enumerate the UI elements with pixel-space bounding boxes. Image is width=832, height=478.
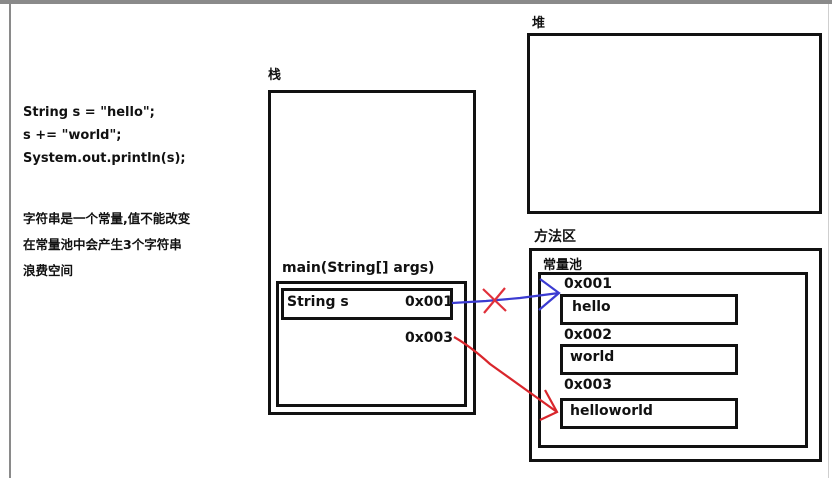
pool-entry-address: 0x002 <box>564 327 612 343</box>
note-line: 在常量池中会产生3个字符串 <box>23 237 182 252</box>
stack-box <box>268 90 476 415</box>
new-reference-arrow <box>453 336 559 421</box>
window-top-border <box>0 0 832 4</box>
code-snippet: String s = "hello"; s += "world"; System… <box>23 101 186 170</box>
note-line: 浪费空间 <box>23 263 74 278</box>
pool-entry-value: hello <box>572 299 611 315</box>
pool-entry-address: 0x003 <box>564 377 612 393</box>
old-reference: 0x001 <box>405 294 453 310</box>
explanation-notes: 字符串是一个常量,值不能改变 在常量池中会产生3个字符串 浪费空间 <box>23 206 190 284</box>
code-line: String s = "hello"; <box>23 105 155 120</box>
stack-label: 栈 <box>268 68 282 83</box>
new-reference: 0x003 <box>405 330 453 346</box>
code-line: s += "world"; <box>23 128 122 143</box>
code-line: System.out.println(s); <box>23 151 186 166</box>
note-line: 字符串是一个常量,值不能改变 <box>23 211 191 226</box>
method-area-box <box>529 248 822 462</box>
right-border <box>828 4 829 478</box>
string-s-variable <box>281 288 453 320</box>
pool-entry-value: helloworld <box>570 403 653 419</box>
heap-label: 堆 <box>532 16 546 31</box>
left-border <box>9 4 11 478</box>
pool-entry-value: world <box>570 349 615 365</box>
method-area-label: 方法区 <box>534 229 576 245</box>
constant-pool-box <box>538 272 808 448</box>
old-reference-arrow <box>451 278 561 311</box>
heap-box <box>527 33 822 214</box>
pool-entry-address: 0x001 <box>564 276 612 292</box>
pool-entry-world <box>560 344 738 375</box>
pool-entry-helloworld <box>560 398 738 429</box>
variable-name: String s <box>287 294 349 310</box>
constant-pool-label: 常量池 <box>543 258 583 273</box>
main-frame-label: main(String[] args) <box>282 260 435 276</box>
invalidated-cross-icon <box>482 287 507 314</box>
pool-entry-hello <box>560 294 738 325</box>
